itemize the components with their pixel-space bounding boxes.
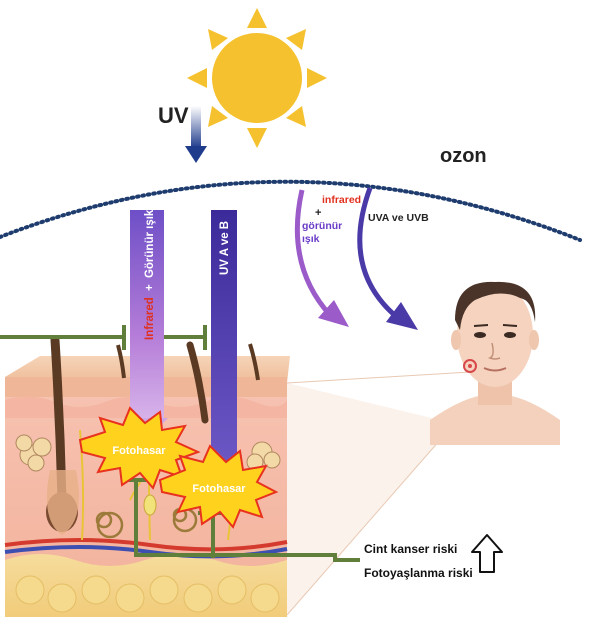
- vertical-infrared-text: Infrared + Görünür ışık: [144, 209, 156, 340]
- uv-down-arrow: [185, 106, 207, 163]
- photodamage-starburst-1: Fotohasar: [78, 406, 201, 490]
- vertical-uv-text: UV A ve B: [219, 221, 231, 275]
- uv-label: UV: [158, 103, 189, 128]
- uva-uvb-text: UVA ve UVB: [368, 212, 429, 224]
- infrared-curved-arrow: [294, 189, 349, 327]
- ozone-layer-arc: [0, 179, 582, 242]
- svg-text:görünür: görünür: [302, 220, 342, 232]
- sun-icon: [187, 8, 327, 148]
- uv-curved-arrow: [357, 187, 418, 330]
- face-illustration: [430, 281, 560, 445]
- svg-text:Fotohasar: Fotohasar: [112, 445, 166, 457]
- svg-text:Fotohasar: Fotohasar: [192, 483, 246, 495]
- svg-text:ışık: ışık: [302, 233, 320, 245]
- infrared-visible-text: infrared + görünür ışık: [302, 194, 361, 245]
- risk-cancer-label: Cint kanser riski: [364, 542, 457, 556]
- photodamage-starburst-2: Fotohasar: [158, 444, 279, 529]
- svg-text:infrared: infrared: [322, 194, 361, 206]
- risk-aging-label: Fotoyaşlanma riski: [364, 566, 473, 580]
- increase-up-arrow-icon: [471, 534, 503, 573]
- ozone-label: ozon: [440, 145, 487, 167]
- svg-text:+: +: [315, 207, 321, 219]
